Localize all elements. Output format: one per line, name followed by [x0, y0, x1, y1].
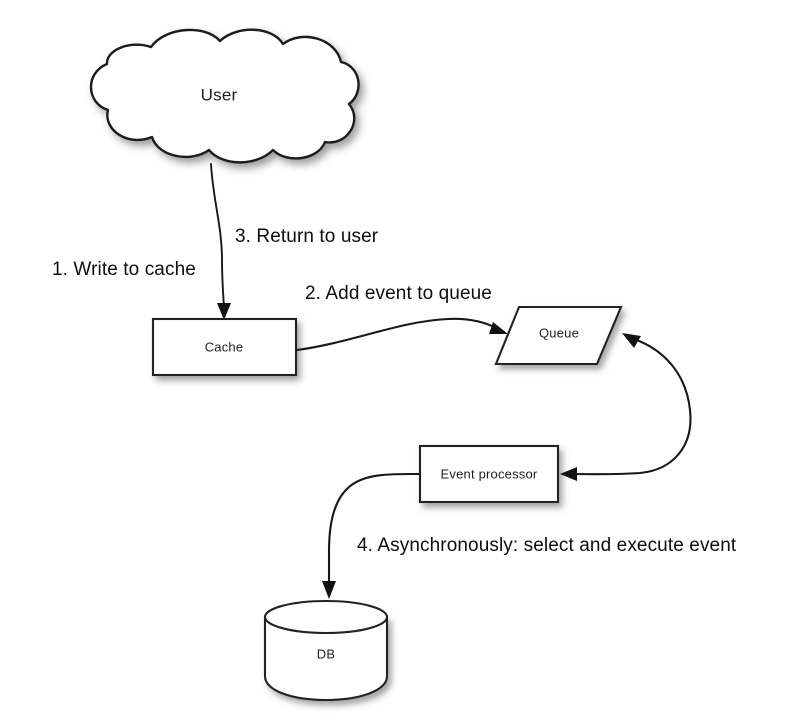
edge-user-to-cache[interactable] [210, 163, 231, 320]
edge-label-step-1: 1. Write to cache [52, 259, 196, 280]
edge-eventprocessor-to-queue-arrowhead [622, 333, 641, 348]
node-event-processor[interactable]: Event processor [418, 444, 577, 504]
node-queue-shape [494, 305, 623, 366]
node-db-top-ellipse [263, 599, 389, 635]
edge-eventprocessor-to-db-line [327, 472, 421, 592]
node-queue-label: Queue [539, 325, 579, 340]
node-user[interactable]: User [89, 28, 360, 164]
edge-eventprocessor-to-queue[interactable] [570, 333, 692, 476]
edge-user-to-cache-line [210, 163, 225, 313]
node-event-processor-box [418, 444, 560, 504]
edge-eventprocessor-to-db-arrowhead [322, 581, 336, 599]
node-cache-label: Cache [205, 339, 244, 354]
edge-eventprocessor-to-queue-line [570, 337, 692, 476]
edge-cache-to-queue[interactable] [295, 317, 508, 352]
node-db[interactable]: DB [263, 599, 389, 702]
edge-cache-to-queue-line [295, 317, 500, 352]
edge-label-step-4: 4. Asynchronously: select and execute ev… [357, 535, 737, 556]
edge-label-step-2: 2. Add event to queue [305, 283, 492, 304]
node-queue[interactable]: Queue [494, 305, 623, 366]
edge-label-step-3: 3. Return to user [235, 226, 379, 247]
node-cache[interactable]: Cache [151, 317, 298, 377]
edge-cache-to-queue-arrowhead [489, 322, 508, 334]
node-event-processor-label: Event processor [441, 466, 538, 481]
edge-eventprocessor-to-db[interactable] [322, 472, 421, 599]
node-db-label: DB [317, 646, 335, 661]
node-cache-box [151, 317, 298, 377]
node-db-body [263, 615, 389, 702]
node-user-label: User [201, 85, 238, 104]
edge-into-event-processor-arrowhead [560, 467, 577, 481]
edge-user-to-cache-arrowhead [217, 303, 231, 320]
